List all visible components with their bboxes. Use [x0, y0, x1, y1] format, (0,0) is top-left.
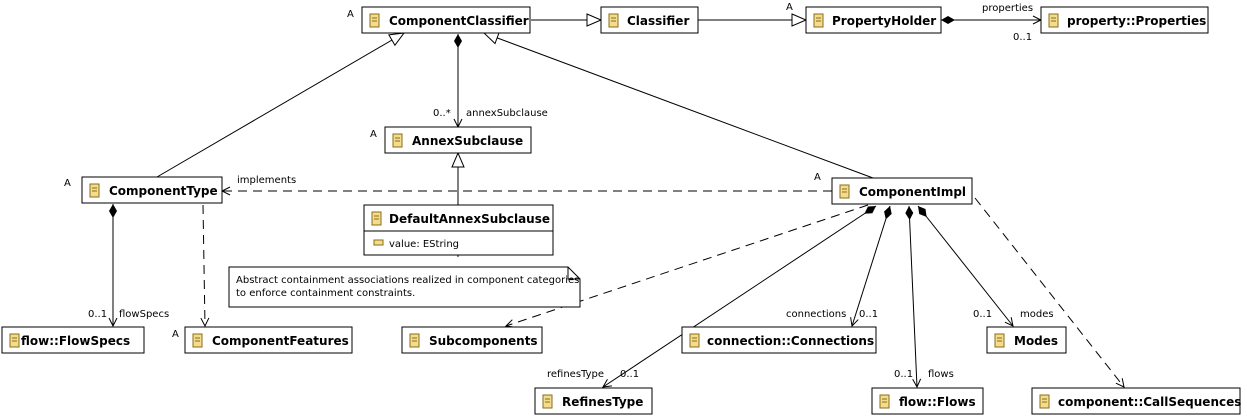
class-icon — [371, 211, 382, 226]
note: Abstract containment associations realiz… — [228, 266, 581, 308]
class-icon — [839, 184, 850, 199]
label-properties-mult: 0..1 — [1013, 32, 1032, 43]
abstract-marker: A — [786, 2, 793, 13]
abstract-marker: A — [370, 129, 377, 140]
class-propertyholder[interactable]: PropertyHolder — [805, 6, 942, 34]
class-componentfeatures[interactable]: ComponentFeatures — [184, 326, 353, 354]
class-name: connection::Connections — [707, 334, 874, 348]
class-name: property::Properties — [1067, 14, 1206, 28]
class-icon — [9, 333, 20, 348]
class-icon — [1048, 13, 1059, 28]
label-annex-mult: 0..* — [433, 108, 451, 119]
attribute-value: value: EString — [389, 239, 459, 250]
class-icon — [192, 333, 203, 348]
class-icon — [813, 13, 824, 28]
class-icon — [879, 394, 890, 409]
class-icon — [542, 394, 553, 409]
class-refinestype[interactable]: RefinesType — [534, 387, 653, 415]
class-icon — [392, 133, 403, 148]
dep-impl-subcomponents — [506, 204, 869, 326]
class-componentclassifier[interactable]: ComponentClassifier — [361, 6, 531, 34]
connector-labels: properties 0..1 0..* annexSubclause impl… — [88, 3, 1054, 380]
class-icon — [369, 13, 380, 28]
class-annexsubclause[interactable]: AnnexSubclause — [384, 126, 532, 154]
class-name: PropertyHolder — [832, 14, 936, 28]
gen-componenttype-componentclassifier — [156, 33, 404, 178]
abstract-marker: A — [64, 178, 71, 189]
label-properties-role: properties — [982, 3, 1033, 14]
attribute-icon — [373, 239, 384, 246]
label-modes-mult: 0..1 — [973, 309, 992, 320]
label-flows-role: flows — [928, 369, 954, 380]
abstract-marker: A — [172, 329, 179, 340]
label-implements: implements — [237, 175, 296, 186]
label-modes-role: modes — [1020, 309, 1054, 320]
class-classifier[interactable]: Classifier — [600, 6, 699, 34]
dep-componenttype-features — [203, 204, 205, 326]
assoc-impl-flows — [909, 205, 917, 387]
assoc-impl-connections — [852, 205, 890, 326]
class-name: flow::FlowSpecs — [21, 334, 130, 348]
class-name: component::CallSequences — [1058, 395, 1241, 409]
class-properties[interactable]: property::Properties — [1040, 6, 1209, 34]
class-icon — [689, 333, 700, 348]
label-annex-role: annexSubclause — [466, 108, 548, 119]
class-callsequences[interactable]: component::CallSequences — [1031, 387, 1241, 415]
class-componentimpl[interactable]: ComponentImpl — [831, 177, 973, 205]
gen-componentimpl-componentclassifier — [484, 33, 874, 179]
note-line-1: Abstract containment associations realiz… — [236, 275, 579, 286]
class-icon — [1039, 394, 1050, 409]
class-name: ComponentType — [109, 184, 218, 198]
label-connections-mult: 0..1 — [859, 309, 878, 320]
class-modes[interactable]: Modes — [986, 326, 1067, 354]
class-flowspecs[interactable]: flow::FlowSpecs — [1, 326, 145, 354]
class-icon — [409, 333, 420, 348]
class-componenttype[interactable]: ComponentType — [81, 176, 223, 204]
assoc-impl-modes — [917, 205, 1013, 326]
label-refines-role: refinesType — [547, 369, 604, 380]
class-name: flow::Flows — [899, 395, 976, 409]
note-box — [228, 266, 581, 308]
label-refines-mult: 0..1 — [620, 369, 639, 380]
class-subcomponents[interactable]: Subcomponents — [401, 326, 543, 354]
note-line-2: to enforce containment constraints. — [236, 288, 415, 299]
label-flowspecs-mult: 0..1 — [88, 309, 107, 320]
assoc-impl-refinestype — [603, 205, 877, 387]
class-name: AnnexSubclause — [412, 134, 523, 148]
dep-impl-callsequences — [974, 197, 1124, 387]
class-icon — [89, 183, 100, 198]
label-flowspecs-role: flowSpecs — [119, 309, 169, 320]
class-icon — [608, 13, 619, 28]
class-name: Subcomponents — [429, 334, 538, 348]
label-flows-mult: 0..1 — [894, 369, 913, 380]
abstract-marker: A — [814, 172, 821, 183]
class-connections[interactable]: connection::Connections — [681, 326, 877, 354]
note-fold — [567, 267, 580, 280]
class-name: ComponentImpl — [859, 185, 966, 199]
class-icon — [994, 333, 1005, 348]
label-connections-role: connections — [786, 309, 846, 320]
class-name: ComponentFeatures — [212, 334, 349, 348]
class-name: ComponentClassifier — [389, 14, 529, 28]
class-name: Modes — [1014, 334, 1058, 348]
class-name: DefaultAnnexSubclause — [389, 212, 550, 226]
abstract-marker: A — [347, 9, 354, 20]
class-defaultannexsubclause[interactable]: DefaultAnnexSubclause value: EString — [363, 204, 554, 256]
class-flows[interactable]: flow::Flows — [871, 387, 984, 415]
class-name: RefinesType — [562, 395, 643, 409]
class-name: Classifier — [627, 14, 689, 28]
